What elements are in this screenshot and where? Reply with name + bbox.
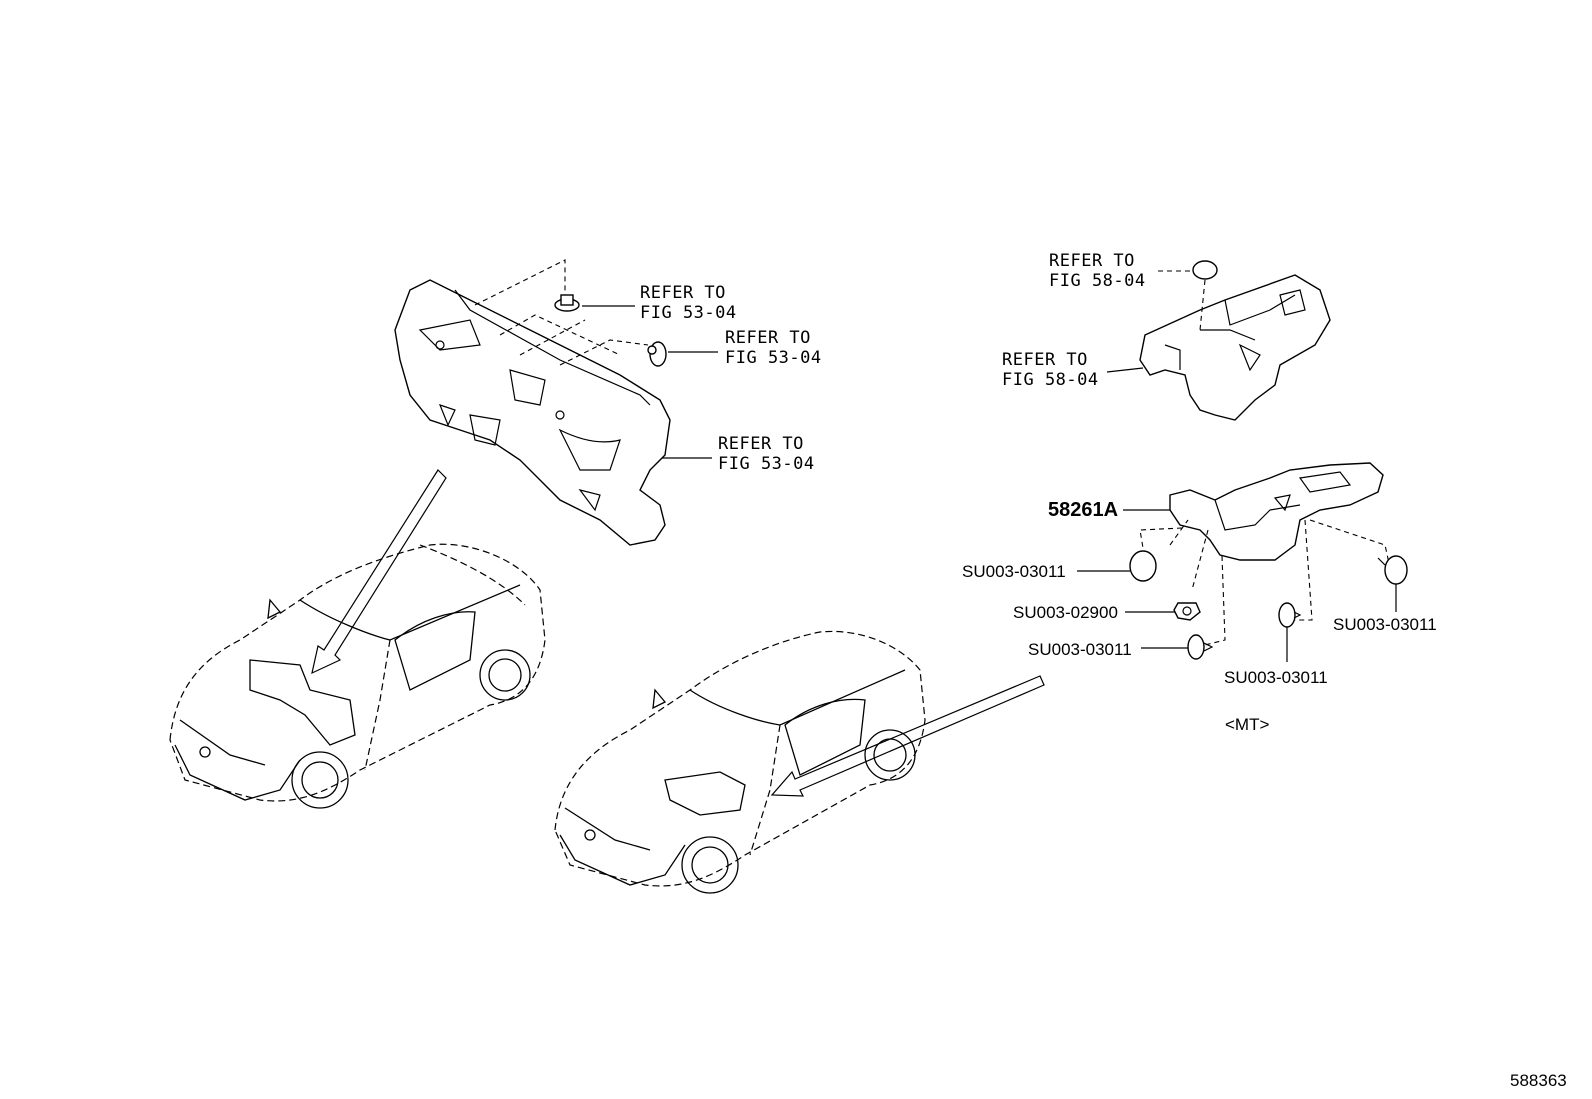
car-illustration-right [554,630,926,894]
dash-clip-leaders [474,259,649,366]
refer-label-53-b-line2: FIG 53-04 [725,348,822,368]
refer-label-58-a-line2: FIG 58-04 [1049,271,1146,291]
refer-label-58-b-line2: FIG 58-04 [1002,370,1099,390]
clip-icon [1129,550,1157,582]
diagram-number: 588363 [1510,1071,1567,1090]
arrow-left [311,469,447,675]
part-number-su-left-1[interactable]: SU003-03011 [962,562,1066,581]
part-number-58261A[interactable]: 58261A [1048,499,1118,521]
clip-icon [554,294,580,312]
leader-line [1106,367,1144,373]
part-number-su-left-3[interactable]: SU003-03011 [1028,640,1132,659]
tunnel-insulator-58261A-part [1169,462,1384,561]
refer-label-58-b-line1: REFER TO [1002,350,1088,370]
clip-icon [1192,260,1218,280]
refer-label-53-b-line1: REFER TO [725,328,811,348]
part-number-su-right-1[interactable]: SU003-03011 [1333,615,1437,634]
refer-label-53-c-line1: REFER TO [718,434,804,454]
nut-icon [1173,602,1201,621]
refer-label-58-a-line1: REFER TO [1049,251,1135,271]
part-number-su-right-2[interactable]: SU003-03011 [1224,668,1328,687]
clip-icon [1377,555,1408,585]
arrow-right [770,675,1045,797]
part-number-su-left-2[interactable]: SU003-02900 [1013,603,1118,622]
car-illustration-left [169,543,546,809]
refer-label-53-a-line1: REFER TO [640,283,726,303]
refer-label-53-a-line2: FIG 53-04 [640,303,737,323]
variant-label: <MT> [1225,715,1269,734]
clip-icon [1187,634,1214,660]
floor-insulator-part [1139,274,1331,421]
clip-icon [647,341,667,367]
dash-insulator-part [394,279,671,546]
clip-icon [1278,602,1302,628]
refer-label-53-c-line2: FIG 53-04 [718,454,815,474]
